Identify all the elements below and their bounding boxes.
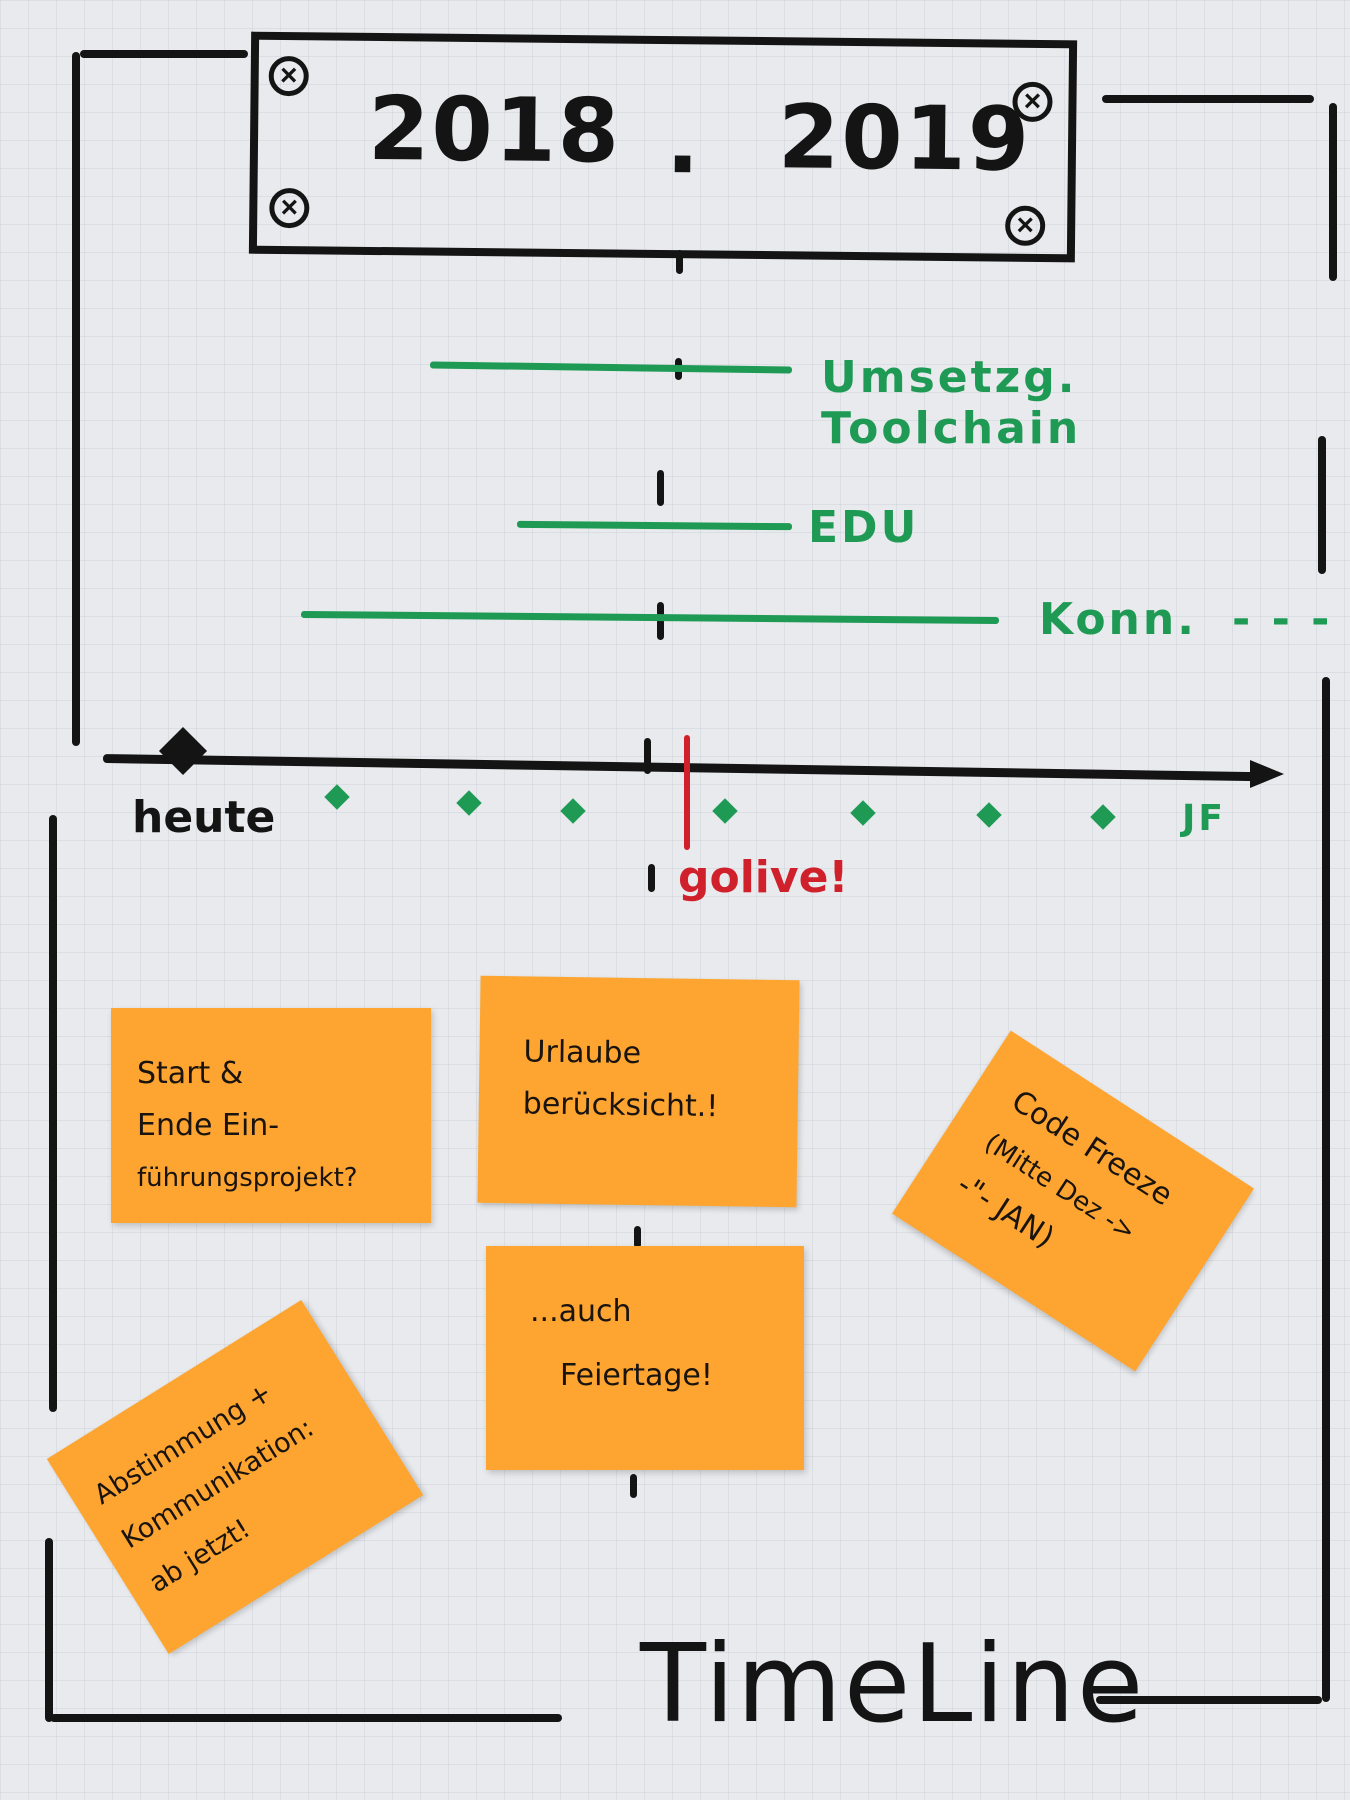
tick-diamond-icon xyxy=(712,798,738,824)
track-label-toolchain: Umsetzg. Toolchain xyxy=(821,352,1082,454)
tick-diamond-icon xyxy=(1090,804,1116,830)
pin-icon: × xyxy=(269,187,310,229)
year-start: 2018 xyxy=(367,76,622,183)
note-line: berücksicht.! xyxy=(522,1086,719,1125)
start-diamond-icon xyxy=(158,726,208,776)
frame-right-3 xyxy=(1322,677,1330,1702)
golive-marker xyxy=(684,735,690,850)
frame-right-1 xyxy=(1329,103,1337,281)
center-dash xyxy=(676,250,683,274)
frame-bottom-right xyxy=(1096,1696,1322,1704)
frame-right-2 xyxy=(1318,436,1326,574)
golive-label: golive! xyxy=(678,852,849,903)
sticky-note-code-freeze[interactable]: Code Freeze (Mitte Dez -> -"- JAN) xyxy=(892,1030,1254,1372)
tick-diamond-icon xyxy=(560,798,586,824)
track-label-konn: Konn. xyxy=(1039,594,1197,645)
pin-icon: × xyxy=(268,55,309,97)
center-dash xyxy=(657,470,664,506)
year-header-box: × × × × 2018 . 2019 xyxy=(248,31,1078,263)
frame-left-upper xyxy=(72,52,80,746)
axis-end-label: JF xyxy=(1182,798,1226,839)
timeline-title: TimeLine xyxy=(640,1622,1146,1747)
year-separator: . xyxy=(665,90,703,194)
tick-diamond-icon xyxy=(850,800,876,826)
axis-arrowhead-icon xyxy=(1250,760,1284,788)
note-line: Ende Ein- xyxy=(137,1108,280,1143)
track-line-konn xyxy=(300,610,1000,625)
center-dash xyxy=(644,738,651,774)
frame-left-bottom xyxy=(45,1538,53,1722)
note-line: ...auch xyxy=(530,1294,632,1329)
sticky-note-start-ende[interactable]: Start & Ende Ein- führungsprojekt? xyxy=(111,1008,431,1223)
frame-top-right xyxy=(1102,95,1314,103)
note-line: führungsprojekt? xyxy=(137,1163,358,1193)
pin-icon: × xyxy=(1004,205,1046,247)
frame-left-lower xyxy=(49,815,57,1412)
sticky-note-feiertage[interactable]: ...auch Feiertage! xyxy=(486,1246,804,1470)
axis-start-label: heute xyxy=(132,792,276,843)
tick-diamond-icon xyxy=(456,790,482,816)
center-dash xyxy=(630,1474,637,1498)
frame-bottom-left xyxy=(50,1714,562,1722)
track-label-edu: EDU xyxy=(808,502,920,553)
note-line: Start & xyxy=(137,1056,244,1091)
track-line-toolchain xyxy=(429,361,793,374)
center-dash xyxy=(634,1226,641,1248)
center-dash xyxy=(648,864,655,892)
tick-diamond-icon xyxy=(976,802,1002,828)
year-end: 2019 xyxy=(777,85,1032,191)
sticky-note-abstimmung[interactable]: Abstimmung + Kommunikation: ab jetzt! xyxy=(46,1299,424,1655)
frame-top-left xyxy=(80,50,248,58)
note-line: Urlaube xyxy=(523,1034,642,1072)
note-line: Feiertage! xyxy=(560,1358,713,1393)
tick-diamond-icon xyxy=(324,784,350,810)
track-line-edu xyxy=(516,520,793,531)
track-continuation: - - - xyxy=(1232,594,1333,645)
sticky-note-urlaube[interactable]: Urlaube berücksicht.! xyxy=(477,975,800,1208)
